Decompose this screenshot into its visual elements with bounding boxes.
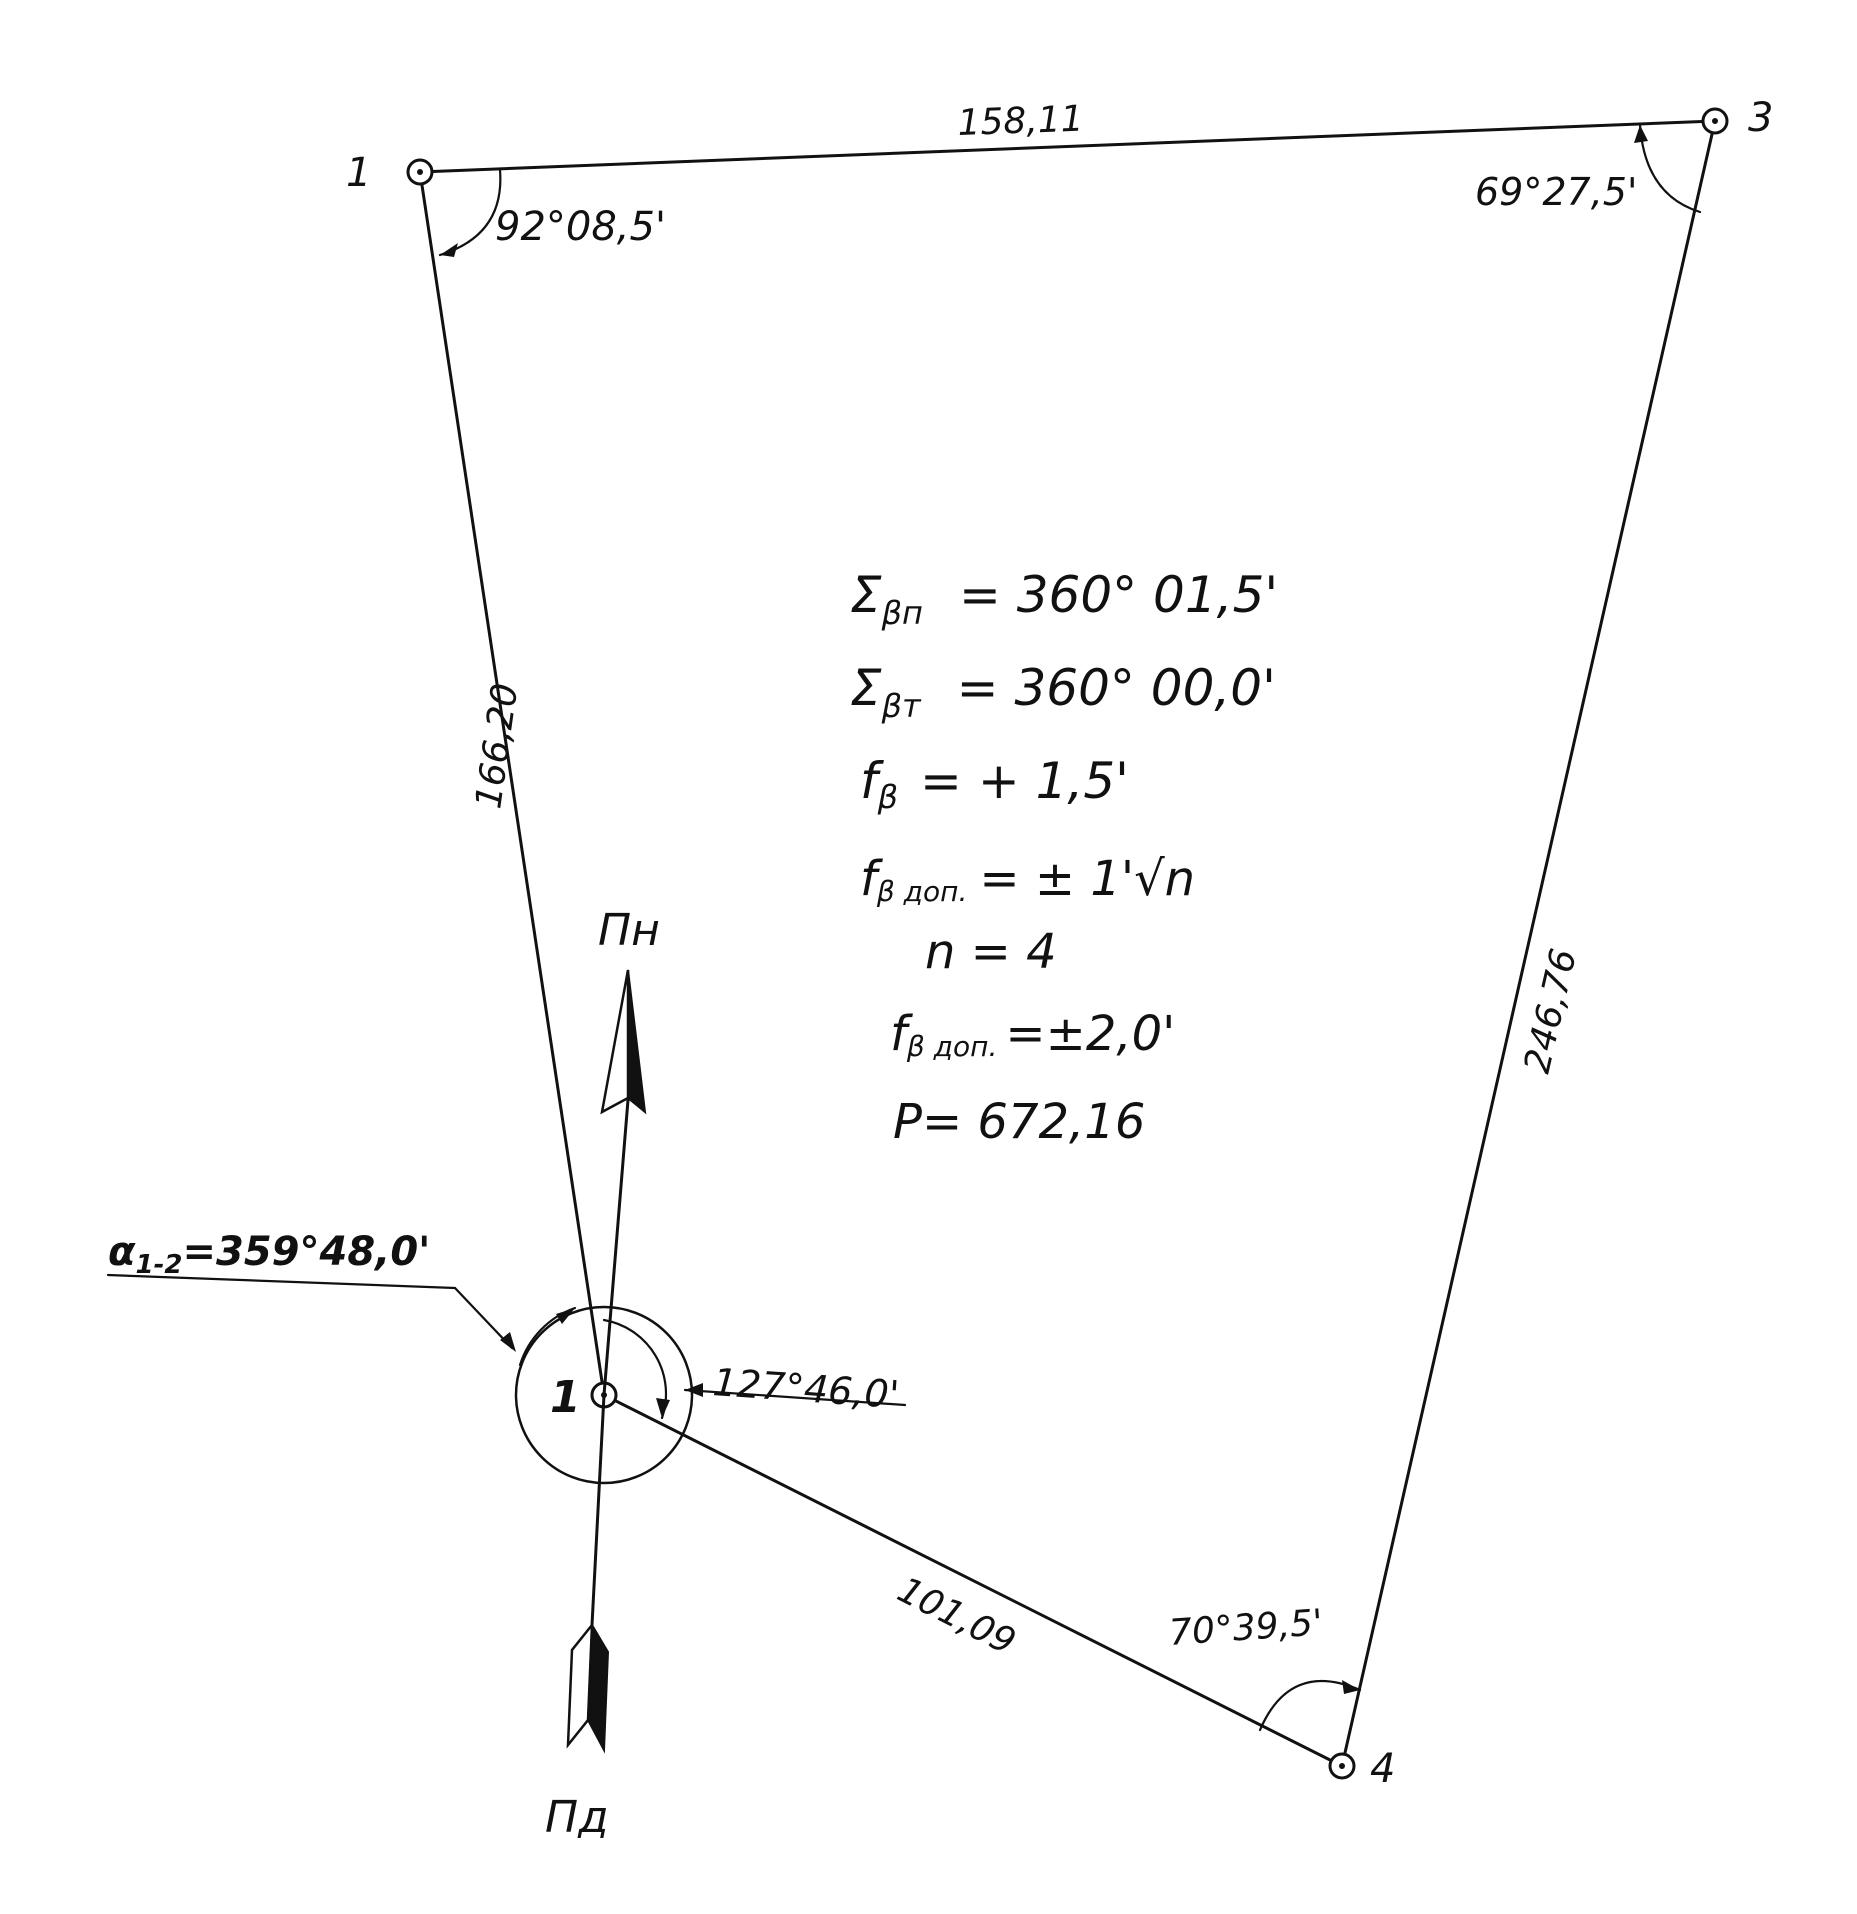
true-north-arrow	[600, 969, 647, 1397]
side-4-1	[602, 1393, 1344, 1768]
azimuth-subscript: 1-2	[135, 1250, 182, 1280]
calc-n: n = 4	[925, 924, 1057, 980]
calc-misclosure-sub: β	[877, 778, 898, 816]
calc-perimeter: P= 672,16	[893, 1094, 1145, 1150]
magnetic-meridian-arrow	[566, 1393, 610, 1754]
side-2-3	[418, 119, 1717, 174]
side-length-1-2: 166,20	[468, 681, 526, 811]
calc-allowable-value: fβ доп.=±2,0'	[890, 1006, 1175, 1063]
angle-arc-2	[438, 168, 502, 257]
station-4-marker	[1328, 1752, 1356, 1780]
calc-allowable-formula-sub: β доп.	[876, 875, 967, 908]
angle-arc-3	[1634, 123, 1702, 214]
side-3-4	[1340, 119, 1717, 1768]
side-1-2	[418, 170, 606, 1397]
azimuth-symbol: α	[108, 1229, 136, 1275]
magnetic-meridian-label: Пд	[545, 1792, 609, 1843]
calculations-block: Σβп= 360° 01,5' Σβт= 360° 00,0' fβ= + 1,…	[850, 566, 1278, 1150]
calc-allowable-value-value: =±2,0'	[1005, 1006, 1175, 1062]
angle-value-4: 70°39,5'	[1168, 1602, 1324, 1654]
calc-misclosure: fβ= + 1,5'	[860, 752, 1129, 816]
calc-sum-theoretical: Σβт = 360° 00,0'	[850, 659, 1276, 725]
angle-value-3: 69°27,5'	[1475, 170, 1637, 214]
station-label-1: 1	[550, 1372, 581, 1423]
angle-value-1: 127°46,0'	[711, 1360, 900, 1417]
calc-allowable-formula: fβ доп.= ± 1'√n	[860, 851, 1195, 908]
station-label-4: 4	[1370, 1746, 1395, 1792]
side-length-4-1: 101,09	[891, 1569, 1022, 1663]
calc-sum-measured-value: = 360° 01,5'	[959, 566, 1278, 624]
angle-value-2: 92°08,5'	[495, 204, 666, 250]
true-north-label: Пн	[598, 905, 660, 956]
calc-sum-theoretical-symbol: Σ	[850, 659, 882, 717]
side-length-2-3: 158,11	[957, 99, 1084, 144]
calc-sum-theoretical-value: = 360° 00,0'	[957, 659, 1276, 717]
azimuth-leader	[106, 1273, 577, 1367]
angle-arc-4	[1258, 1680, 1362, 1732]
calc-sum-measured-symbol: Σ	[850, 566, 882, 624]
angle-arc-1	[602, 1318, 907, 1420]
traverse-polygon	[418, 119, 1717, 1768]
station-label-3: 3	[1748, 95, 1773, 141]
calc-sum-measured: Σβп = 360° 01,5'	[850, 566, 1278, 632]
station-2-marker	[406, 158, 434, 186]
calc-sum-theoretical-sub: βт	[881, 687, 922, 725]
azimuth-value: =359°48,0'	[182, 1229, 430, 1275]
station-label-2: 1	[346, 150, 371, 196]
calc-allowable-formula-value: = ± 1'√n	[979, 851, 1195, 907]
calc-allowable-value-sub: β доп.	[906, 1030, 997, 1063]
calc-sum-measured-sub: βп	[881, 594, 923, 632]
side-length-3-4: 246,76	[1517, 945, 1585, 1077]
station-3-marker	[1701, 107, 1729, 135]
calc-misclosure-value: = + 1,5'	[920, 752, 1129, 810]
azimuth-label: α1-2=359°48,0'	[108, 1229, 430, 1280]
